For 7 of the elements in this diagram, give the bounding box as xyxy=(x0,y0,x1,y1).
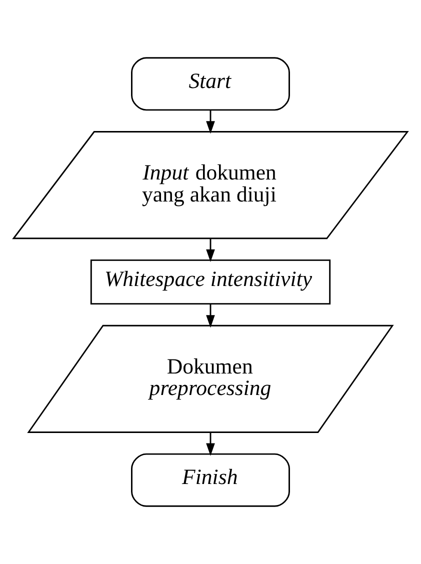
node-box: Finish xyxy=(131,453,290,507)
arrow xyxy=(206,432,215,456)
node-box: Whitespace intensitivity xyxy=(90,259,331,305)
node-box: Start xyxy=(131,57,290,111)
arrow xyxy=(206,238,215,262)
arrow xyxy=(206,304,215,328)
arrow xyxy=(206,110,215,134)
